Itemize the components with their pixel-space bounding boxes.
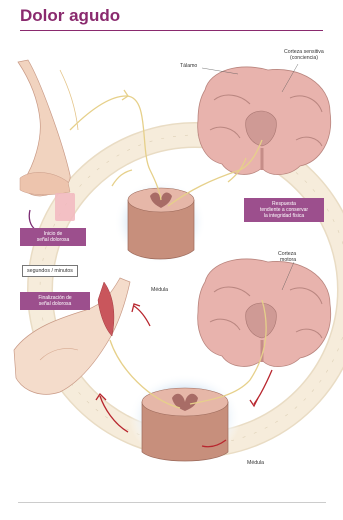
label-talamo: Tálamo — [180, 64, 197, 70]
box-finalizacion: Finalización de señal dolorosa — [20, 292, 90, 310]
box-respuesta-line-3: la integridad física — [248, 213, 320, 219]
label-medula-lower: Médula — [247, 461, 264, 467]
upper-brain-section — [198, 67, 331, 175]
label-conciencia: (conciencia) — [290, 56, 318, 62]
box-respuesta: Respuesta tendiente a conservar la integ… — [244, 198, 324, 222]
label-motora: motora — [280, 258, 296, 264]
lower-brain-section — [198, 259, 331, 367]
box-finalizacion-line-2: señal dolorosa — [24, 301, 86, 307]
footer-divider — [18, 502, 326, 503]
time-scale-label: segundos / minutos — [22, 265, 78, 277]
box-inicio-line-2: señal dolorosa — [24, 237, 82, 243]
label-medula-upper: Médula — [151, 288, 168, 294]
box-inicio: Inicio de señal dolorosa — [20, 228, 86, 246]
foot-illustration — [18, 60, 78, 230]
